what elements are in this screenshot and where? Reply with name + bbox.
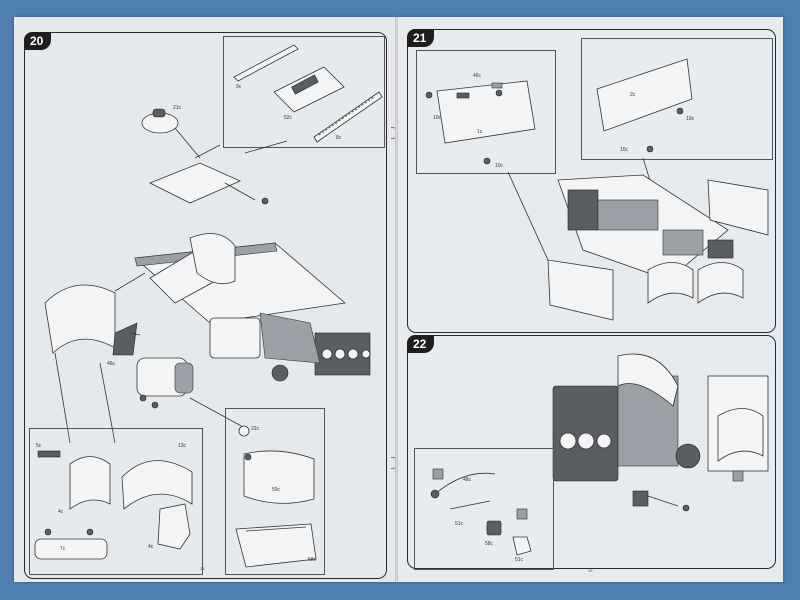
part-label: 21c xyxy=(173,105,182,111)
chassis-exploded-drawing xyxy=(44,108,371,444)
part-label: 4c xyxy=(58,509,64,515)
part-label: 1c xyxy=(477,129,483,135)
right-page: 21 46c 1c 10c 10c xyxy=(398,17,783,582)
part-label: 46c xyxy=(473,73,482,79)
part-label: 58c xyxy=(308,557,317,563)
part-label: 10c xyxy=(620,147,629,153)
part-label: 58c xyxy=(485,541,494,547)
part-label: 9c xyxy=(236,84,242,90)
step-20-subassembly-mudguard: 5c 13c 4c 7c 4c xyxy=(29,428,203,575)
step-21-subassembly-left: 46c 1c 10c 10c xyxy=(416,50,556,174)
step-21-panel: 21 46c 1c 10c 10c xyxy=(407,29,776,333)
step-22-subassembly: 48c 51c 58c 51c xyxy=(414,448,554,570)
step-21-number: 21 xyxy=(407,29,435,47)
part-label: 48c xyxy=(463,477,472,483)
step-21-subassembly-right: 2c 10c 10c xyxy=(581,38,773,160)
engine-front-drawing xyxy=(552,353,769,512)
part-label: 7c xyxy=(60,546,66,552)
part-label: 52c xyxy=(284,115,293,121)
step-20-panel: 20 9c 52c 8c xyxy=(24,32,387,579)
part-label: 10c xyxy=(686,116,695,122)
part-label: 8c xyxy=(336,135,342,141)
page-number: 19 xyxy=(588,568,593,573)
step-20-number: 20 xyxy=(24,32,52,50)
part-label: 4c xyxy=(148,544,154,550)
page-number: 26 xyxy=(200,566,205,571)
part-label: 10c xyxy=(433,115,442,121)
part-label: 51c xyxy=(515,557,524,563)
part-label: 13c xyxy=(178,443,187,449)
booklet-spine xyxy=(395,17,399,582)
truck-body-drawing xyxy=(507,157,769,321)
step-20-subassembly-top: 9c 52c 8c xyxy=(223,36,385,148)
part-label: 46c xyxy=(107,361,116,367)
part-label: 59c xyxy=(272,487,281,493)
step-22-panel: 22 xyxy=(407,335,776,570)
part-label: 10c xyxy=(495,163,504,169)
step-22-number: 22 xyxy=(407,335,435,353)
part-label: 5c xyxy=(36,443,42,449)
part-label: 51c xyxy=(455,521,464,527)
left-page: 20 9c 52c 8c xyxy=(14,17,397,582)
step-20-subassembly-tank: 22c 59c 58c xyxy=(225,408,325,575)
part-label: 2c xyxy=(630,92,636,98)
part-label: 22c xyxy=(251,426,260,432)
